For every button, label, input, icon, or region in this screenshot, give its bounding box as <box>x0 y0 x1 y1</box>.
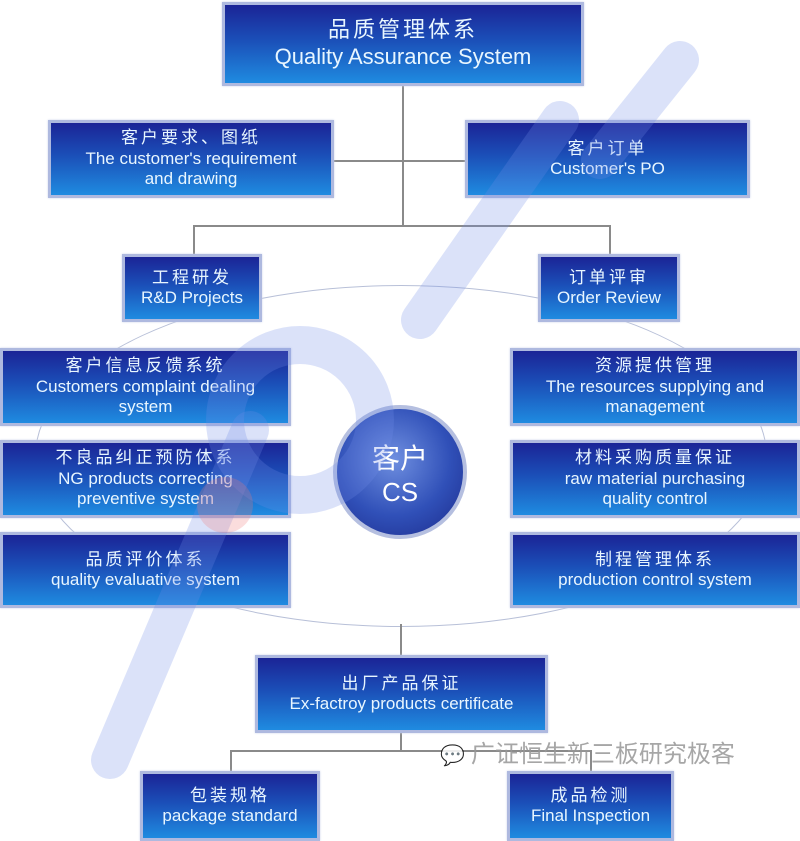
connector <box>193 225 195 255</box>
label-zh: 客户信息反馈系统 <box>65 356 226 377</box>
connector <box>400 733 402 751</box>
label-en: quality control <box>602 489 708 509</box>
wechat-icon: 💬 <box>440 743 465 767</box>
label-zh: 品质评价体系 <box>85 549 206 570</box>
production-control-box: 制程管理体系 production control system <box>510 532 800 608</box>
label-en: The resources supplying and <box>545 376 765 396</box>
label-zh: 资源提供管理 <box>595 356 715 377</box>
label-en: The customer's requirement <box>85 148 297 168</box>
customer-po-box: 客户订单 Customer's PO <box>465 120 750 198</box>
label-en: Customer's PO <box>550 159 665 178</box>
label-en: Customers complaint dealing <box>35 376 256 396</box>
label-zh: 制程管理体系 <box>595 549 715 570</box>
center-en: CS <box>381 476 419 507</box>
order-review-box: 订单评审 Order Review <box>538 254 680 322</box>
connector <box>609 225 611 255</box>
quality-evaluative-box: 品质评价体系 quality evaluative system <box>0 532 291 608</box>
title-en: Quality Assurance System <box>274 44 532 69</box>
connector <box>400 624 402 656</box>
connector <box>230 750 232 771</box>
label-zh: 包装规格 <box>190 785 270 806</box>
label-zh: 工程研发 <box>152 267 232 288</box>
label-zh: 客户订单 <box>567 138 648 159</box>
label-zh: 订单评审 <box>569 267 649 288</box>
label-en: Ex-factroy products certificate <box>289 694 514 713</box>
connector <box>402 86 404 226</box>
connector <box>590 750 592 771</box>
label-en: system <box>118 397 173 417</box>
connector <box>334 160 465 162</box>
connector <box>230 750 592 752</box>
customer-circle: 客户 CS <box>333 405 467 539</box>
center-zh: 客户 <box>371 441 428 475</box>
customer-requirement-box: 客户要求、图纸 The customer's requirement and d… <box>48 120 334 198</box>
title-zh: 品质管理体系 <box>327 17 478 43</box>
ng-correcting-box: 不良品纠正预防体系 NG products correcting prevent… <box>0 440 291 518</box>
label-en: management <box>605 397 705 417</box>
label-zh: 客户要求、图纸 <box>121 128 261 149</box>
package-standard-box: 包装规格 package standard <box>140 771 320 841</box>
label-zh: 成品检测 <box>550 785 631 806</box>
final-inspection-box: 成品检测 Final Inspection <box>507 771 674 841</box>
label-en: R&D Projects <box>140 288 244 307</box>
complaint-system-box: 客户信息反馈系统 Customers complaint dealing sys… <box>0 348 291 426</box>
title-box: 品质管理体系 Quality Assurance System <box>222 2 584 86</box>
label-en: production control system <box>558 570 752 589</box>
label-zh: 不良品纠正预防体系 <box>55 448 236 469</box>
connector <box>193 225 611 227</box>
label-zh: 出厂产品保证 <box>341 673 462 694</box>
label-en: quality evaluative system <box>51 570 240 589</box>
label-en: and drawing <box>144 169 238 189</box>
label-en: raw material purchasing <box>564 468 746 488</box>
label-en: Order Review <box>557 288 661 307</box>
label-en: Final Inspection <box>530 806 651 825</box>
ex-factory-box: 出厂产品保证 Ex-factroy products certificate <box>255 655 548 733</box>
label-en: NG products correcting <box>58 468 233 488</box>
label-zh: 材料采购质量保证 <box>575 448 735 469</box>
wechat-watermark: 💬广证恒生新三板研究极客 <box>440 740 735 769</box>
wechat-watermark-text: 广证恒生新三板研究极客 <box>470 740 735 768</box>
resources-box: 资源提供管理 The resources supplying and manag… <box>510 348 800 426</box>
raw-material-box: 材料采购质量保证 raw material purchasing quality… <box>510 440 800 518</box>
label-en: preventive system <box>77 489 214 509</box>
rd-projects-box: 工程研发 R&D Projects <box>122 254 262 322</box>
label-en: package standard <box>162 806 298 825</box>
